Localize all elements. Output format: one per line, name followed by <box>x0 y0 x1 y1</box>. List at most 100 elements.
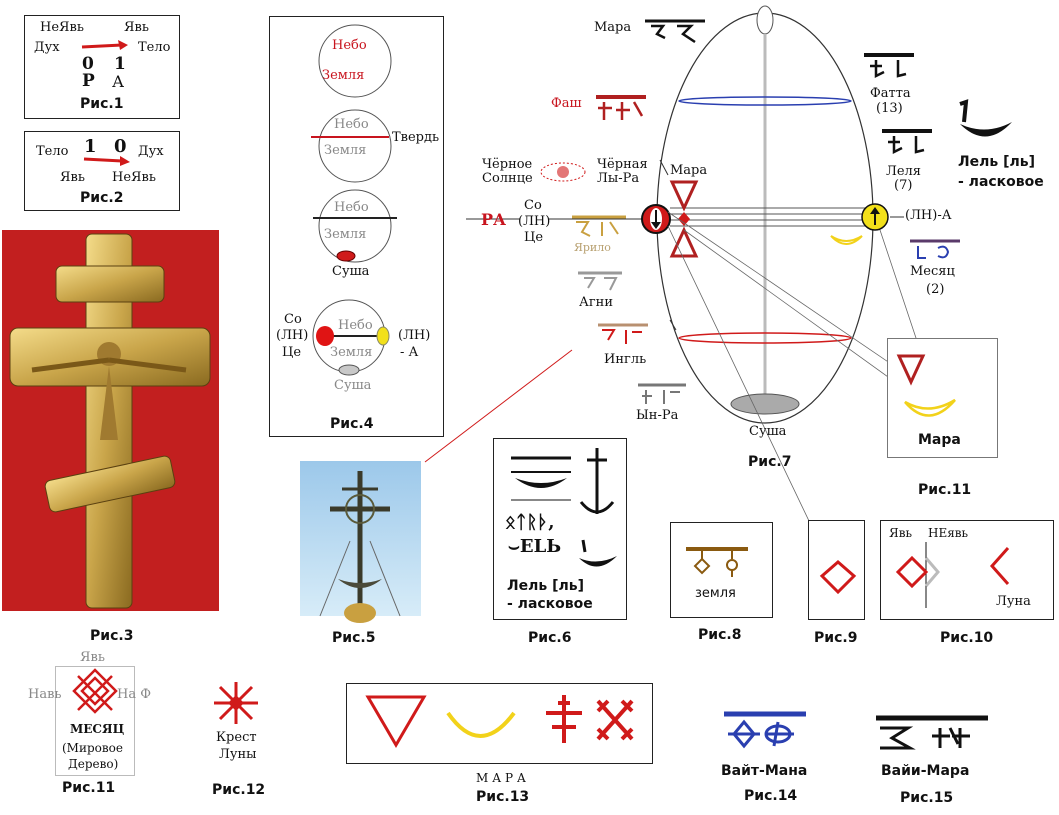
fig7-n7: (7) <box>894 178 913 193</box>
fig2-telo: Тело <box>36 144 69 159</box>
fig6-laskovoe: - ласковое <box>507 596 593 612</box>
lel-moon-icon <box>959 99 1012 137</box>
fig6-box <box>493 438 627 620</box>
fig4-nebo-2: Небо <box>334 117 369 132</box>
fig7-agni: Агни <box>579 295 613 310</box>
fig2-yav: Явь <box>60 170 85 185</box>
fig7-n13: (13) <box>876 101 903 116</box>
fig7-yarilo: Ярило <box>574 241 611 254</box>
fig2-arrow <box>83 156 130 166</box>
fig6-caption: Рис.6 <box>528 630 572 646</box>
fig10-yav: Явь <box>889 526 912 540</box>
fash-rune <box>596 95 646 120</box>
fig7-fatta: Фатта <box>870 86 911 101</box>
fig11a-mara-symbols <box>896 354 956 417</box>
fig7-lel: Лель [ль] <box>958 154 1036 170</box>
fig3-caption: Рис.3 <box>90 628 134 644</box>
fig4-susha-1: Суша <box>332 264 370 279</box>
fig1-a: А <box>112 72 125 91</box>
fig7-lelya: Леля <box>886 164 922 179</box>
fig4-circles <box>311 24 397 376</box>
fig7-laskovoe: - ласковое <box>958 174 1044 190</box>
fig1-box <box>24 15 180 119</box>
fig11b-box <box>55 666 135 776</box>
zemlya-rune <box>686 547 748 577</box>
mara-top-rune <box>645 19 705 44</box>
fig2-box <box>24 131 180 211</box>
fig2-dukh: Дух <box>138 144 164 159</box>
fig7-mesyats: Месяц <box>910 264 955 279</box>
fig7-mara-mid: Мара <box>670 163 708 178</box>
fig1-r: Р <box>82 71 95 91</box>
fig7-lna: (ЛН)-А <box>905 208 952 223</box>
black-sun-icon <box>540 162 586 182</box>
fig7-ynra: Ын-Ра <box>636 408 679 423</box>
fig10-luna: Луна <box>996 594 1031 609</box>
fig1-dukh: Дух <box>34 40 60 55</box>
fig6-symbols <box>511 448 617 567</box>
fig11b-caption: Рис.11 <box>62 780 116 796</box>
fig11b-naf: На Ф <box>117 687 152 702</box>
fig4-nebo-4: Небо <box>338 318 373 333</box>
moon-cross-icon <box>214 682 258 724</box>
fig2-one: 1 <box>84 136 97 157</box>
fig5-caption: Рис.5 <box>332 630 376 646</box>
fig1-arrow <box>81 40 128 50</box>
fig15-name: Вайи-Мара <box>881 763 970 779</box>
fig8-caption: Рис.8 <box>698 627 742 643</box>
agni-rune <box>578 271 622 291</box>
fig7-so: Со <box>524 198 542 213</box>
fig7-mara-top: Мара <box>594 20 632 35</box>
fig13-caption: Рис.13 <box>476 789 530 805</box>
fig1-zero: 0 <box>82 54 94 74</box>
fig4-tse: Це <box>282 345 302 360</box>
world-tree-icon <box>72 668 118 714</box>
ingl-rune <box>598 323 648 344</box>
fig1-one: 1 <box>114 54 126 74</box>
fig4-a: - А <box>400 345 419 360</box>
fig7-ingl: Ингль <box>604 352 647 367</box>
fig4-tverd: Твердь <box>392 130 440 145</box>
fig7-susha: Суша <box>749 424 787 439</box>
fig14-caption: Рис.14 <box>744 788 798 804</box>
fig4-ln-right: (ЛН) <box>398 328 431 343</box>
wait-mara-rune <box>876 715 988 750</box>
fig12-luny: Луны <box>219 747 257 762</box>
mesyats-rune <box>910 239 960 259</box>
fig4-ln-left: (ЛН) <box>276 328 309 343</box>
ynra-rune <box>638 383 686 404</box>
fig2-caption: Рис.2 <box>80 190 124 206</box>
fig12-krest: Крест <box>216 730 257 745</box>
fig15-caption: Рис.15 <box>900 790 954 806</box>
fig4-nebo-3: Небо <box>334 200 369 215</box>
fig1-caption: Рис.1 <box>80 96 124 112</box>
fig7-caption: Рис.7 <box>748 454 792 470</box>
yarilo-rune <box>572 215 626 237</box>
fig9-diamond <box>819 560 857 595</box>
fig4-zemlya-2: Земля <box>324 143 367 158</box>
fig9-box <box>808 520 865 620</box>
fig10-symbols <box>895 542 1010 608</box>
wait-mana-rune <box>724 711 806 749</box>
fig1-telo: Тело <box>138 40 171 55</box>
fig11b-nav: Навь <box>28 687 62 702</box>
fig7-n2: (2) <box>926 282 945 297</box>
fig12-caption: Рис.12 <box>212 782 266 798</box>
fig4-zemlya-1: Земля <box>322 68 365 83</box>
fig8-zemlya: земля <box>695 586 736 601</box>
fig2-neyav: НеЯвь <box>112 170 156 185</box>
fig8-box <box>670 522 773 618</box>
fig6-runes-2: ⌣ELЬ <box>508 536 562 557</box>
fig11b-mir: (Мировое <box>62 741 123 755</box>
fig11a-mara: Мара <box>918 432 961 448</box>
fig11b-derevo: Дерево) <box>68 757 119 771</box>
fig7-ra: РА <box>481 210 507 229</box>
fig6-runes-1: ᛟᛏᚱᚦ, <box>505 512 555 533</box>
fig11b-mesyats: МЕСЯЦ <box>70 722 125 736</box>
fig4-susha-2: Суша <box>334 378 372 393</box>
fig11b-yav: Явь <box>80 650 105 665</box>
fig4-nebo-1: Небо <box>332 38 367 53</box>
fig4-so: Со <box>284 312 302 327</box>
fig4-caption: Рис.4 <box>330 416 374 432</box>
